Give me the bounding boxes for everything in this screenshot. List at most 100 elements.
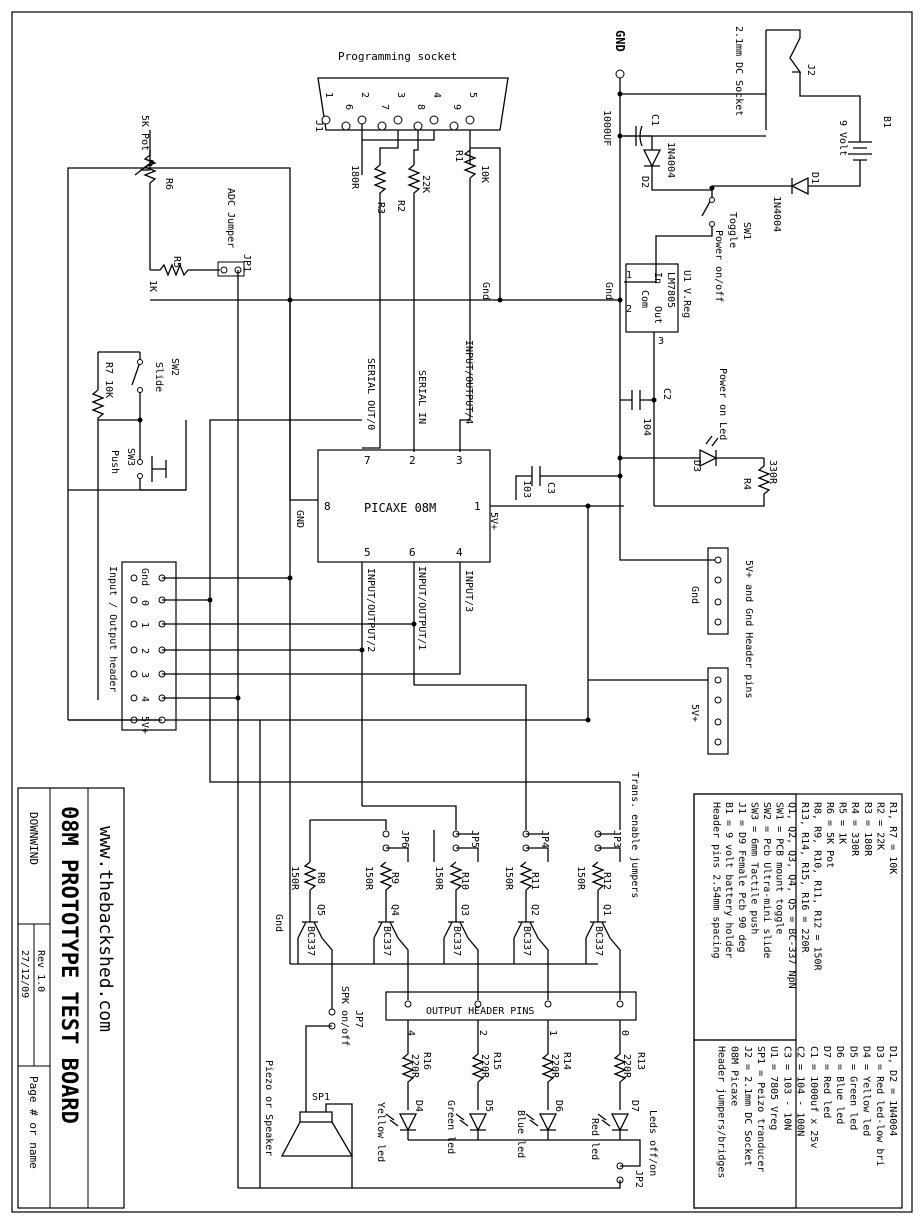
label-b1: B1 [881, 116, 892, 128]
label-io2: INPUT/OUTPUT/2 [365, 568, 376, 652]
db9-pin-5: 5 [467, 92, 478, 98]
jumper-jp4 [522, 830, 549, 862]
label-r5: R5 [171, 256, 182, 268]
label-u1-part: LM7805 [665, 272, 676, 308]
label-jp6: JP6 [399, 830, 410, 848]
wire-emitter-gnd [290, 938, 598, 965]
jumper-jp7 [305, 1008, 336, 1112]
parts-line: R2 = 22K [874, 802, 885, 850]
label-green-led: Green led [445, 1100, 456, 1154]
label-jp4: JP4 [539, 830, 550, 848]
label-u1-pin1: 1 [626, 270, 632, 281]
label-r16: R16 [421, 1052, 432, 1070]
parts-line: R4 = 330R [849, 802, 860, 857]
label-jp5: JP5 [469, 830, 480, 848]
label-r12: R12 [601, 872, 612, 890]
io-header-pin-0: 0 [139, 600, 150, 606]
db9-pin-9: 9 [451, 104, 462, 110]
label-b1-val: 9 Volt [837, 120, 848, 156]
io-header-pin-3: 3 [139, 672, 150, 678]
io-header-pin-1: 1 [139, 622, 150, 628]
parts-line: Q1, Q2, Q3, Q4, Q5 = BC-337 NpN [786, 802, 797, 989]
parts-line: J1 = D9 Female Pcb 90 deg [736, 802, 747, 953]
label-d4: D4 [413, 1100, 424, 1112]
title-rev: Rev 1.0 [35, 950, 46, 992]
pic-pin-5: 5 [364, 546, 371, 559]
label-in3: INPUT/3 [463, 570, 474, 612]
parts-line: U1 = 7805 Vreg [768, 1046, 779, 1130]
parts-line: R5 = 1K [837, 802, 848, 844]
speaker-sp1 [280, 1103, 354, 1188]
label-r5-val: 1K [147, 280, 158, 292]
resistor-r5 [150, 263, 220, 277]
label-serial-out: SERIAL OUT/0 [365, 358, 376, 430]
io-header-pin-5v: 5V+ [139, 716, 150, 734]
label-serial-in: SERIAL IN [416, 370, 427, 424]
label-5v: 5V+ [689, 704, 700, 722]
label-q5-type: BC337 [305, 926, 316, 956]
label-q2: Q2 [529, 904, 540, 916]
jumper-jp3 [594, 830, 621, 862]
parts-line: SW2 = Pcb Ultra-mini slide [761, 802, 772, 959]
transistors [297, 906, 621, 1010]
wire-serial-lines [362, 185, 471, 452]
label-d3: D3 [691, 460, 702, 472]
db9-pin-6: 6 [343, 104, 354, 110]
pic-pin-8: 8 [324, 500, 331, 513]
label-u1-pin3: 3 [658, 336, 664, 347]
regulator-u1 [625, 263, 679, 333]
label-j2: J2 [805, 64, 816, 76]
label-u1-in: In [652, 272, 663, 284]
wire-db9 [361, 124, 501, 300]
db9-pin-8: 8 [415, 104, 426, 110]
io-header-pin-gnd: Gnd [139, 568, 150, 586]
db9-pin-1: 1 [323, 92, 334, 98]
out-num-2: 2 [477, 1030, 488, 1036]
pic-pin-6: 6 [409, 546, 416, 559]
label-r10-val: 150R [433, 866, 444, 891]
parts-line: R13, R14, R15, R16 = 220R [799, 802, 810, 953]
dc-socket-j2 [765, 29, 861, 130]
jumper-jp2 [238, 1160, 641, 1189]
label-output-header: OUTPUT HEADER PINS [426, 1006, 534, 1017]
pic-5v: 5V+ [488, 512, 499, 530]
out-num-1: 1 [547, 1030, 558, 1036]
jumper-jp1 [217, 261, 245, 277]
switch-sw3 [139, 400, 167, 490]
label-c2: C2 [661, 388, 672, 400]
label-r11: R11 [529, 872, 540, 890]
label-r3-val: 180R [349, 165, 360, 190]
label-r6: R6 [163, 178, 174, 190]
capacitor-c2 [620, 390, 654, 410]
resistor-r4 [654, 458, 771, 507]
capacitor-c1 [624, 125, 652, 147]
label-picaxe: PICAXE 08M [364, 501, 436, 515]
title-author: DOWNWIND [27, 812, 40, 865]
label-programming-socket: Programming socket [338, 50, 457, 63]
title-main: 08M PROTOTYPE TEST BOARD [56, 806, 81, 1124]
label-power-led: Power on Led [717, 368, 728, 440]
label-j1: J1 [313, 120, 324, 132]
wire-gnd-bus [150, 299, 620, 580]
label-c3-val: 103 [521, 480, 532, 498]
label-r8-val: 150R [289, 866, 300, 891]
wire-sw-junction [98, 419, 186, 491]
label-u1-out: Out [652, 306, 663, 324]
label-r2: R2 [395, 200, 406, 212]
jumper-jp6 [382, 830, 409, 862]
wire-io-header [68, 419, 620, 1188]
title-block-outer [17, 787, 125, 1209]
label-q3: Q3 [459, 904, 470, 916]
resistor-r7 [91, 352, 105, 700]
parts-line: 08M Picaxe [729, 1046, 740, 1106]
label-q5: Q5 [315, 904, 326, 916]
label-sw1-desc: Toggle [727, 212, 738, 248]
label-gnd: Gnd [689, 586, 700, 604]
parts-line: SW3 = 6mm Tactile push [748, 802, 759, 934]
parts-line: D1, D2 = 1N4004 [887, 1046, 898, 1136]
label-sw1-desc2: Power on/off [713, 230, 724, 302]
resistor-r2 [407, 164, 421, 200]
parts-line: R6 = 5K Pot [824, 802, 835, 868]
